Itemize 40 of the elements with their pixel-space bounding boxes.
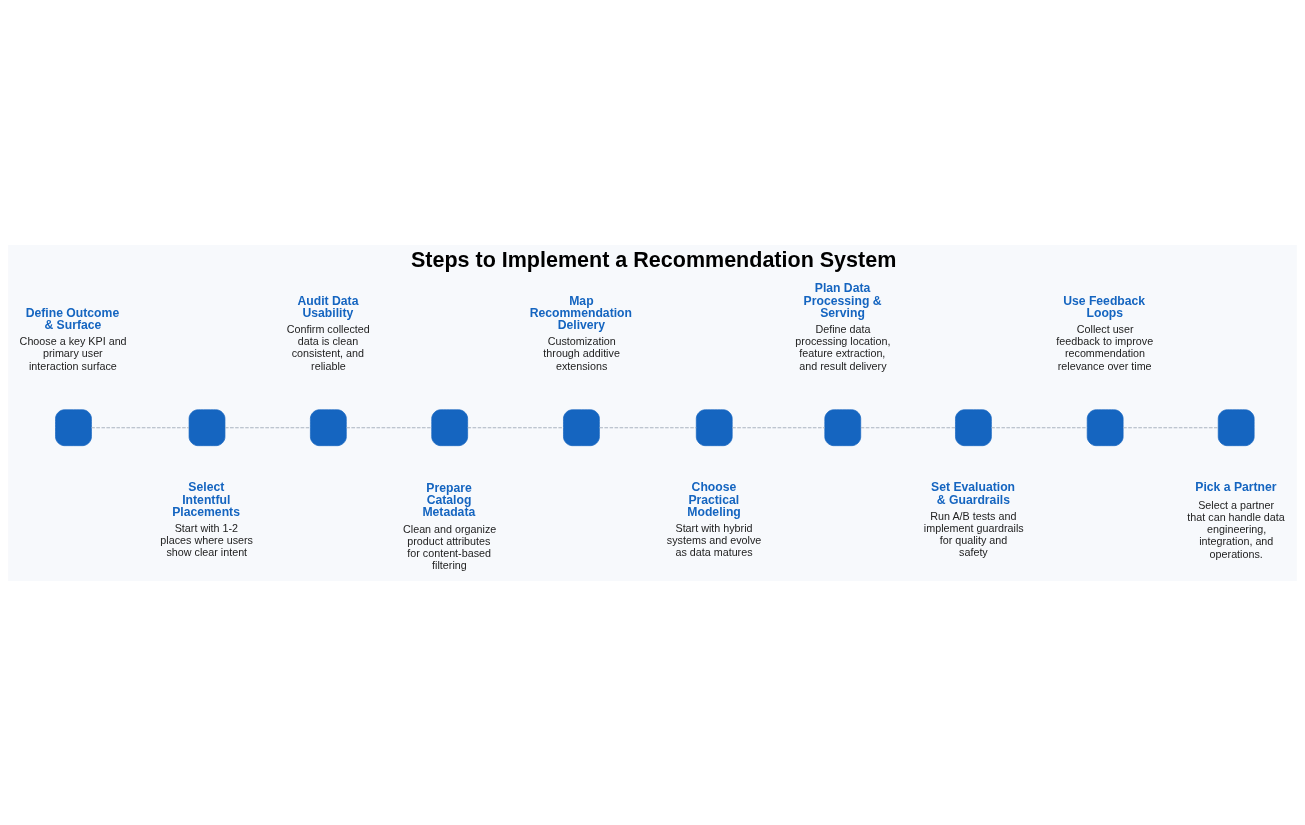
node-box xyxy=(563,408,600,446)
node-label: Collect user feedback to improve recommendation relevance over time xyxy=(1056,322,1154,372)
connector xyxy=(345,426,433,428)
node-box xyxy=(188,408,226,446)
connector xyxy=(467,426,564,428)
node-label: Audit Data Usability xyxy=(297,293,359,320)
connector xyxy=(860,426,956,428)
node-box xyxy=(1217,408,1255,446)
connector xyxy=(599,426,697,428)
node-label: Choose Practical Modeling xyxy=(687,479,741,519)
node-label: Set Evaluation & Guardrails xyxy=(931,479,1016,507)
node-box xyxy=(955,408,992,446)
connector xyxy=(90,426,190,428)
node-label: Run A/B tests and implement guardrails for quality and safety xyxy=(923,509,1024,558)
connector xyxy=(1122,426,1219,428)
node-box xyxy=(695,408,733,446)
node-label: Select Intentful Placements xyxy=(172,479,240,519)
node-box xyxy=(824,408,862,446)
node-label: Define data processing location, feature extraction, and result delivery xyxy=(795,322,891,372)
node-box xyxy=(1086,408,1124,446)
node-label: Confirm collected data is clean consistent, and reliable xyxy=(286,322,370,372)
diagram-title: Steps to Implement a Recommendation System xyxy=(410,247,897,272)
node-label: Select a partner that can handle data engineering, integration, and operations. xyxy=(1187,498,1285,560)
node-label: Start with 1-2 places where users show clear intent xyxy=(160,521,253,558)
node-box xyxy=(55,408,92,446)
node-label: Pick a Partner xyxy=(1195,479,1277,494)
node-label: Customization through additive extensions xyxy=(543,334,620,372)
node-label: Use Feedback Loops xyxy=(1063,293,1146,320)
node-box xyxy=(310,408,347,446)
connector xyxy=(731,426,826,428)
node-label: Start with hybrid systems and evolve as data matures xyxy=(666,521,762,558)
node-label: Define Outcome & Surface xyxy=(25,305,120,332)
node-label: Clean and organize product attributes for content-based filtering xyxy=(403,522,497,571)
connector xyxy=(224,426,311,428)
node-label: Map Recommendation Delivery xyxy=(529,293,632,332)
node-label: Plan Data Processing & Serving xyxy=(803,280,882,320)
node-label: Prepare Catalog Metadata xyxy=(422,480,476,519)
node-label: Choose a key KPI and primary user interaction surface xyxy=(19,334,127,372)
node-box xyxy=(431,408,468,446)
connector xyxy=(990,426,1088,428)
